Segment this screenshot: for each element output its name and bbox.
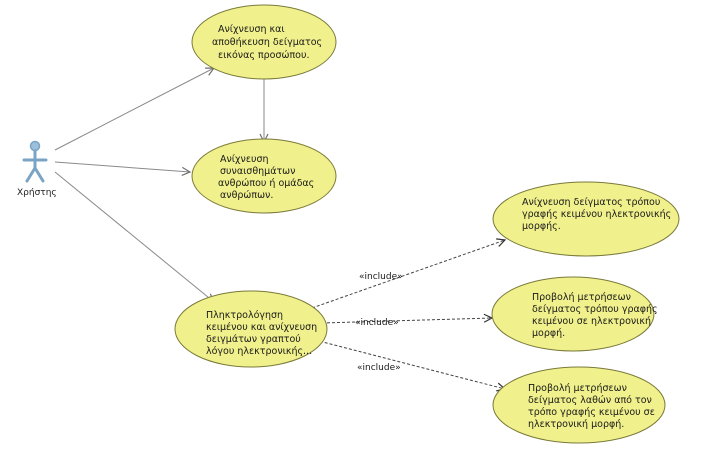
include-label-1: «include»	[359, 272, 403, 282]
include-uc3-uc4	[311, 240, 505, 309]
association-actor-uc1	[54, 68, 214, 151]
use-case-3[interactable]: Πληκτρολόγηση κειμένου και ανίχνευση δει…	[174, 290, 328, 368]
use-case-1-label: Ανίχνευση και αποθήκευση δείγματος εικόν…	[212, 24, 325, 61]
use-case-2-label: Ανίχνευση συναισθημάτων ανθρώπου ή ομάδα…	[218, 154, 317, 201]
use-case-6[interactable]: Προβολή μετρήσεων δείγματος λαθών από το…	[492, 366, 666, 444]
include-uc3-uc6	[314, 339, 505, 389]
use-case-4[interactable]: Ανίχνευση δείγματος τρόπου γραφής κειμέν…	[492, 181, 680, 257]
use-case-2[interactable]: Ανίχνευση συναισθημάτων ανθρώπου ή ομάδα…	[191, 138, 337, 214]
use-case-5[interactable]: Προβολή μετρήσεων δείγματος τρόπου γραφή…	[491, 276, 661, 352]
include-label-2: «include»	[355, 318, 399, 328]
use-case-6-label: Προβολή μετρήσεων δείγματος λαθών από το…	[528, 383, 658, 430]
include-uc3-uc5	[321, 318, 492, 324]
actor-figure-icon	[22, 140, 48, 183]
include-label-3: «include»	[357, 363, 401, 373]
actor-label: Χρήστης	[17, 188, 57, 198]
use-case-4-label: Ανίχνευση δείγματος τρόπου γραφής κειμέν…	[522, 197, 674, 232]
association-actor-uc3	[54, 171, 214, 302]
use-case-1[interactable]: Ανίχνευση και αποθήκευση δείγματος εικόν…	[191, 4, 337, 80]
use-case-5-label: Προβολή μετρήσεων δείγματος τρόπου γραφή…	[532, 292, 661, 339]
actor-user[interactable]: Χρήστης	[17, 140, 57, 199]
association-actor-uc2	[54, 161, 190, 172]
use-case-3-label: Πληκτρολόγηση κειμένου και ανίχνευση δει…	[206, 310, 320, 357]
